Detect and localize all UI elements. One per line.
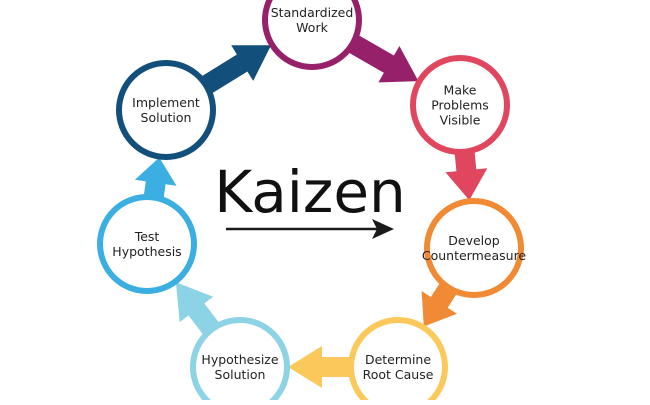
step-label-2-line-2: Problems bbox=[431, 98, 489, 113]
cycle-arrow-7 bbox=[195, 45, 272, 97]
nodes-layer: StandardizedWorkMakeProblemsVisibleDevel… bbox=[97, 0, 527, 405]
cycle-arrow-6 bbox=[134, 157, 177, 205]
cycle-arrow-4 bbox=[288, 346, 357, 388]
step-label-7-line-2: Solution bbox=[141, 110, 192, 125]
step-label-4-line-1: Determine bbox=[365, 352, 431, 367]
step-label-6-line-2: Hypothesis bbox=[112, 244, 181, 259]
step-circle-7 bbox=[116, 60, 216, 160]
step-circle-4 bbox=[348, 317, 448, 405]
step-circle-3 bbox=[424, 198, 524, 298]
arrows-layer bbox=[134, 31, 488, 388]
step-label-5-line-2: Solution bbox=[215, 367, 266, 382]
step-circle-6 bbox=[97, 194, 197, 294]
step-label-2-line-3: Visible bbox=[440, 113, 481, 128]
cycle-arrow-2 bbox=[445, 144, 488, 201]
step-circle-1 bbox=[262, 0, 362, 70]
step-label-1-line-2: Work bbox=[296, 20, 328, 35]
step-label-3-line-2: Countermeasure bbox=[422, 248, 527, 263]
title-arrow-head bbox=[372, 219, 394, 239]
step-label-5-line-1: Hypothesize bbox=[201, 352, 278, 367]
cycle-arrow-5 bbox=[175, 282, 224, 341]
step-label-4-line-2: Root Cause bbox=[363, 367, 434, 382]
step-label-2-line-1: Make bbox=[444, 83, 477, 98]
step-label-1-line-1: Standardized bbox=[271, 5, 354, 20]
step-label-6-line-1: Test bbox=[134, 229, 160, 244]
center-title: Kaizen bbox=[214, 158, 406, 226]
step-label-3-line-1: Develop bbox=[448, 233, 500, 248]
step-circle-2 bbox=[410, 55, 510, 155]
title-arrow bbox=[226, 219, 394, 239]
step-circle-5 bbox=[190, 317, 290, 405]
cycle-arrow-1 bbox=[342, 31, 419, 83]
step-label-7-line-1: Implement bbox=[132, 95, 200, 110]
